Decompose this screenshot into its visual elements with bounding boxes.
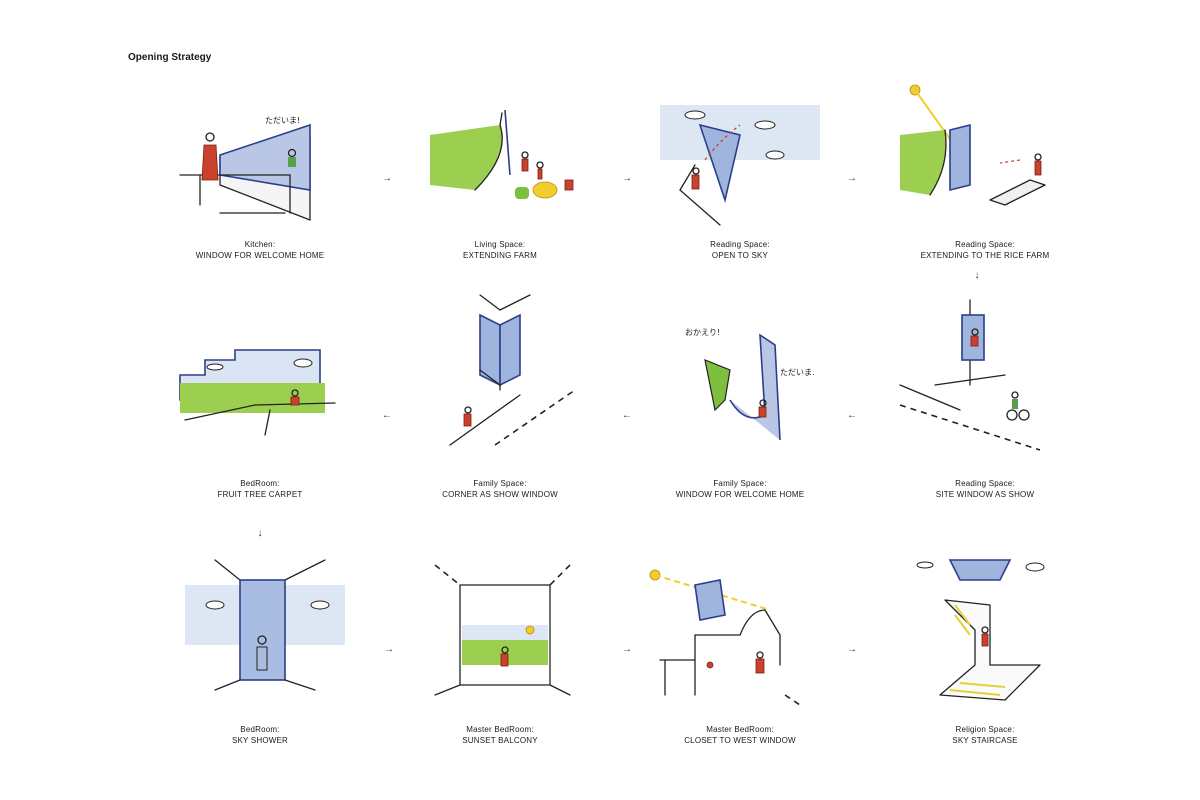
sketch-master-closet-west-window (640, 555, 801, 706)
arrow-left: ← (622, 410, 632, 421)
arrow-left: ← (847, 410, 857, 421)
sketch-reading-rice-farm (890, 75, 1050, 215)
sketch-master-sunset-balcony (430, 560, 590, 700)
arrow-right: → (622, 644, 632, 655)
sketch-living-extending-farm (420, 95, 580, 235)
page-title: Opening Strategy (128, 52, 212, 63)
arrow-down: ↓ (974, 270, 980, 281)
caption-reading-site: Reading Space:SITE WINDOW AS SHOW (935, 479, 1035, 499)
arrow-right: → (384, 644, 394, 655)
sketch-kitchen-welcome-window: ただいま! (179, 95, 340, 235)
caption-reading-sky: Reading Space:OPEN TO SKY (710, 240, 770, 260)
sketch-family-welcome-window: おかえり! ただいま. (685, 315, 845, 455)
caption-reading-rice: Reading Space:EXTENDING TO THE RICE FARM (920, 240, 1050, 260)
sketch-bedroom-fruit-tree (175, 335, 336, 475)
tadaima2-text: ただいま. (780, 368, 815, 377)
caption-master-closet: Master BedRoom:CLOSET TO WEST WINDOW (684, 725, 796, 745)
sketch-religion-sky-staircase (905, 555, 1065, 701)
caption-bedroom-fruit: BedRoom:FRUIT TREE CARPET (217, 479, 303, 499)
arrow-right: → (847, 644, 857, 655)
caption-kitchen: Kitchen:WINDOW FOR WELCOME HOME (195, 240, 325, 260)
arrow-right: → (622, 173, 632, 184)
sketch-reading-site-window (899, 299, 1060, 451)
sketch-bedroom-sky-shower (185, 555, 345, 695)
caption-living: Living Space:EXTENDING FARM (463, 240, 537, 260)
sketch-reading-open-sky (660, 95, 820, 235)
arrow-right: → (382, 173, 392, 184)
arrow-down: ↓ (257, 528, 263, 539)
tadaima-text: ただいま! (265, 116, 300, 125)
caption-religion: Religion Space:SKY STAIRCASE (952, 725, 1018, 745)
caption-bedroom-shower: BedRoom:SKY SHOWER (231, 725, 289, 745)
caption-master-balcony: Master BedRoom:SUNSET BALCONY (462, 725, 538, 745)
arrow-left: ← (382, 410, 392, 421)
caption-family-corner: Family Space:CORNER AS SHOW WINDOW (442, 479, 558, 499)
sketch-family-corner-window (449, 290, 610, 446)
okaeri-text: おかえり! (685, 328, 720, 337)
arrow-right: → (847, 173, 857, 184)
caption-family-welcome: Family Space:WINDOW FOR WELCOME HOME (675, 479, 805, 499)
